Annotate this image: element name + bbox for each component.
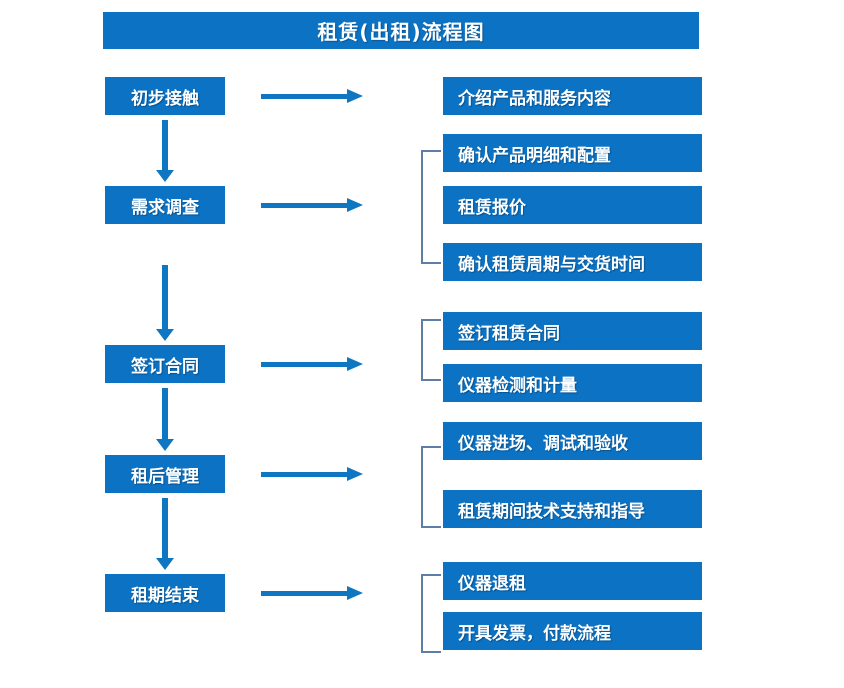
detail-box-technical-support[interactable]: 租赁期间技术支持和指导: [443, 490, 702, 528]
link-arrow-needs-survey: [261, 195, 365, 215]
detail-box-instrument-return[interactable]: 仪器退租: [443, 562, 702, 600]
group-bracket-post-rent-mgmt: [421, 446, 441, 528]
page-title: 租赁(出租)流程图: [103, 12, 699, 49]
flow-arrow-contact-to-survey: [154, 120, 176, 182]
detail-box-sign-rental-contract[interactable]: 签订租赁合同: [443, 312, 702, 350]
flow-arrow-mgmt-to-end: [154, 498, 176, 570]
detail-box-instrument-testing[interactable]: 仪器检测和计量: [443, 364, 702, 402]
stage-box-needs-survey[interactable]: 需求调查: [105, 186, 225, 224]
link-arrow-sign-contract: [261, 354, 365, 374]
stage-box-sign-contract[interactable]: 签订合同: [105, 345, 225, 383]
detail-box-rental-quote[interactable]: 租赁报价: [443, 186, 702, 224]
flow-arrow-survey-to-contract: [154, 265, 176, 341]
group-bracket-sign-contract: [421, 319, 441, 381]
flow-arrow-contract-to-mgmt: [154, 388, 176, 451]
stage-box-initial-contact[interactable]: 初步接触: [105, 77, 225, 115]
detail-box-invoice-payment[interactable]: 开具发票，付款流程: [443, 612, 702, 650]
link-arrow-initial-contact: [261, 86, 365, 106]
group-bracket-lease-end: [421, 574, 441, 653]
detail-box-confirm-spec-config[interactable]: 确认产品明细和配置: [443, 134, 702, 172]
group-bracket-needs-survey: [421, 150, 441, 264]
detail-box-introduce-products[interactable]: 介绍产品和服务内容: [443, 77, 702, 115]
detail-box-instrument-delivery[interactable]: 仪器进场、调试和验收: [443, 422, 702, 460]
stage-box-post-rent-mgmt[interactable]: 租后管理: [105, 455, 225, 493]
link-arrow-lease-end: [261, 583, 365, 603]
link-arrow-post-rent-mgmt: [261, 464, 365, 484]
detail-box-confirm-period[interactable]: 确认租赁周期与交货时间: [443, 243, 702, 281]
stage-box-lease-end[interactable]: 租期结束: [105, 574, 225, 612]
